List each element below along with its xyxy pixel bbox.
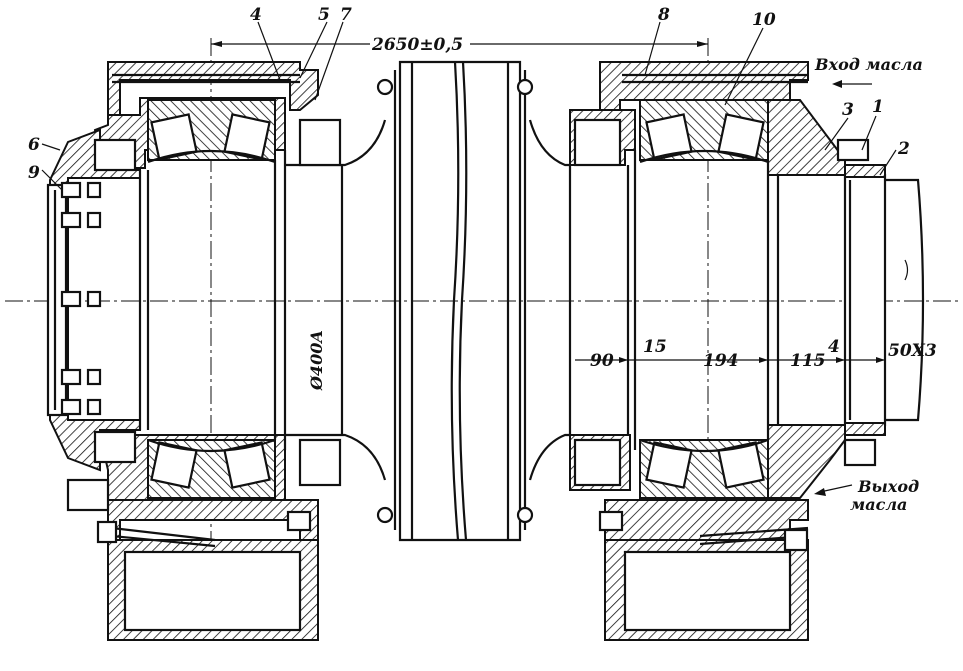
callout-2: 2 (897, 139, 910, 159)
oil-inlet-label: Вход масла (814, 55, 923, 74)
callout-8: 8 (657, 5, 670, 25)
center-roll (376, 60, 534, 542)
thread-dimension: 50X3 (888, 341, 937, 361)
callout-1: 1 (872, 97, 884, 117)
right-bearing-rollers (639, 113, 769, 489)
callout-leaders (41, 21, 897, 191)
right-shaft-end (836, 138, 925, 467)
callout-7: 7 (340, 5, 352, 25)
oil-outlet-arrow (814, 484, 853, 496)
lower-dimension-chain (575, 350, 885, 370)
callout-6: 6 (28, 135, 40, 155)
overall-dimension (211, 41, 708, 47)
dimension-194: 194 (703, 351, 739, 371)
dimension-4: 4 (828, 337, 840, 357)
dimension-90: 90 (590, 351, 614, 371)
dimension-115: 115 (790, 351, 826, 371)
callout-3: 3 (842, 100, 854, 120)
overall-dimension-label: 2650±0,5 (371, 35, 463, 55)
callout-9: 9 (28, 163, 40, 183)
callout-5: 5 (318, 5, 330, 25)
oil-outlet-label-1: Выход (857, 477, 919, 496)
callout-10: 10 (752, 10, 776, 30)
diameter-label: Ø400A (307, 330, 326, 391)
callout-4: 4 (250, 5, 262, 25)
oil-inlet-arrow (832, 80, 872, 88)
left-bearing-rollers (147, 113, 276, 489)
oil-outlet-label-2: масла (850, 495, 907, 514)
left-end-cover (46, 181, 102, 417)
left-housing (49, 61, 387, 641)
dimension-15: 15 (643, 337, 667, 357)
